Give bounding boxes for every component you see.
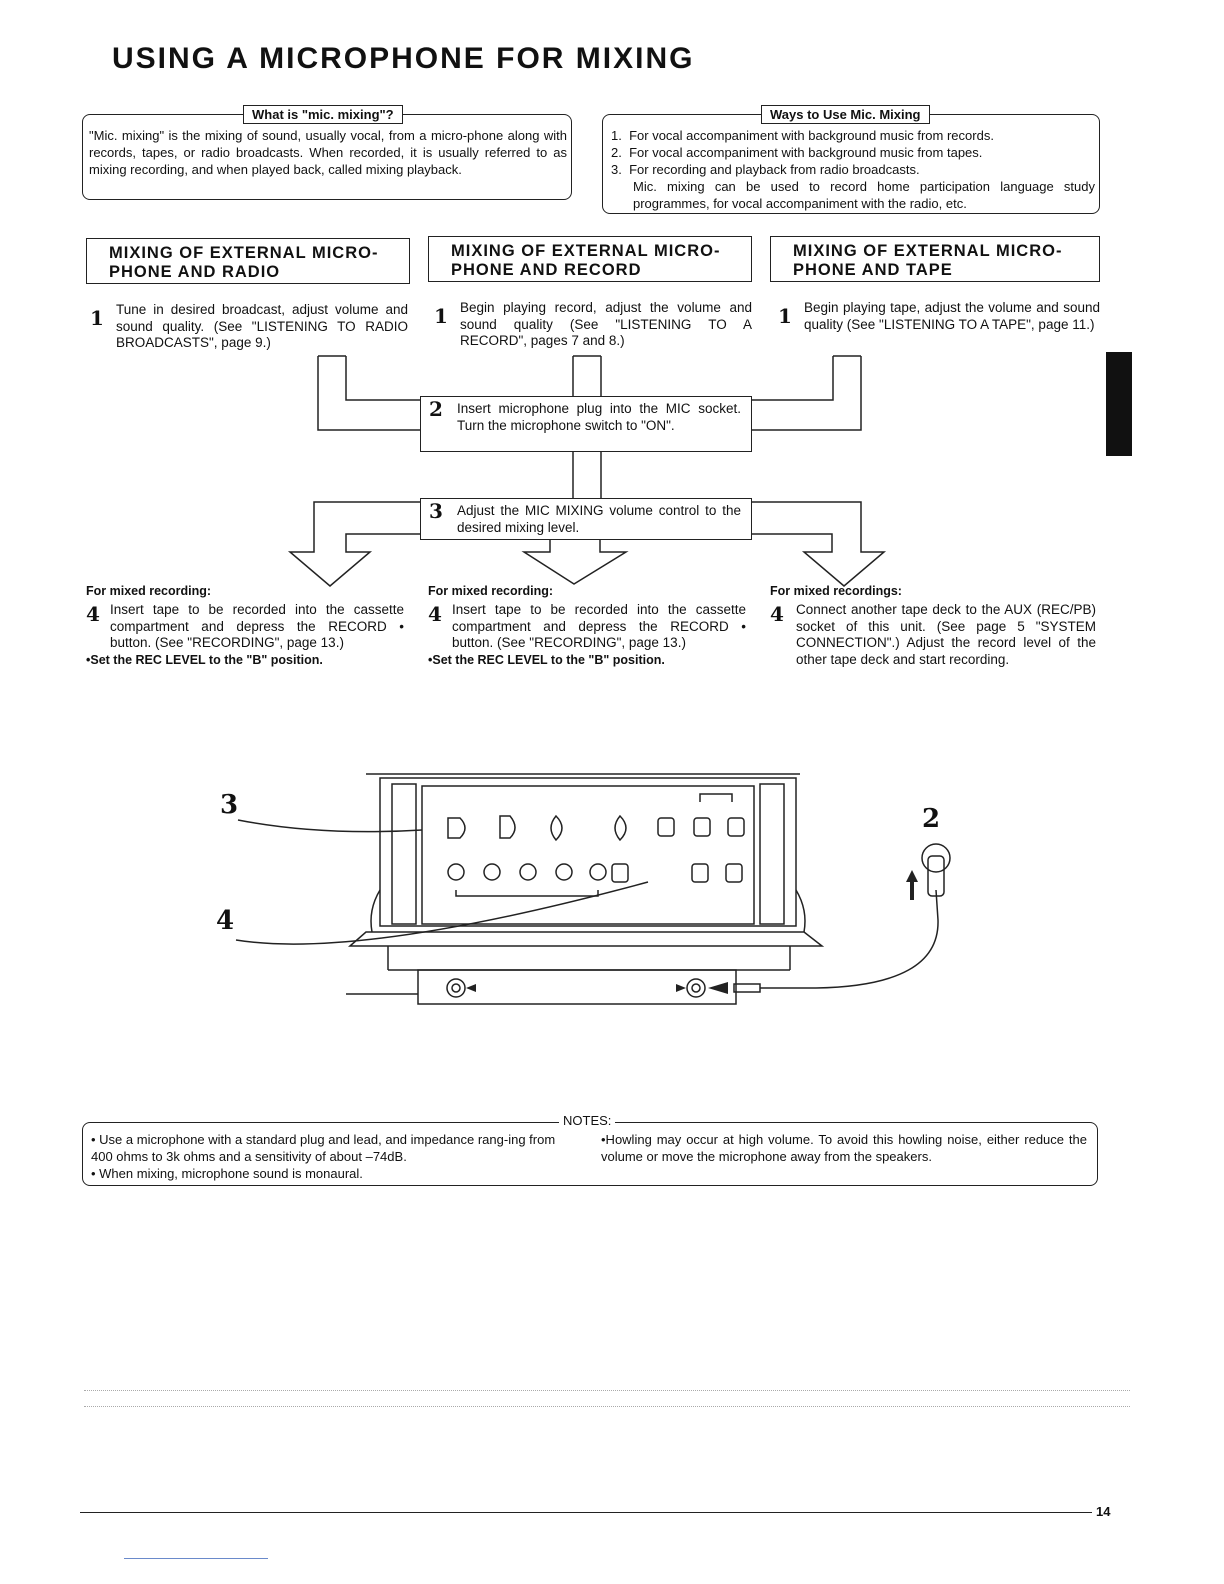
ways-item: 1. For vocal accompaniment with backgrou… [611,128,994,143]
step2-box: 2 Insert microphone plug into the MIC so… [420,396,752,452]
step-number-1: 1 [778,304,792,328]
step-number-1: 1 [434,304,448,328]
ways-item: 2. For vocal accompaniment with backgrou… [611,145,983,160]
mixed-record: For mixed recording: 4 Insert tape to be… [428,584,746,667]
step-number-4: 4 [86,602,100,626]
illustration-label-4: 4 [216,906,235,936]
scan-artifact-line [84,1390,1130,1391]
column-heading-tape: MIXING OF EXTERNAL MICRO-PHONE AND TAPE [770,236,1100,282]
mixed-title: For mixed recording: [428,584,554,598]
step-number-2: 2 [429,397,443,421]
unit-illustration [235,773,951,1005]
mixed-radio: For mixed recording: 4 Insert tape to be… [86,584,404,667]
notes-label: NOTES: [559,1113,616,1128]
step2-text: Insert microphone plug into the MIC sock… [457,401,741,433]
ways-box: Ways to Use Mic. Mixing 1. For vocal acc… [602,105,1100,214]
what-is-box: What is "mic. mixing"? "Mic. mixing" is … [82,105,572,200]
mixed-tape: For mixed recordings: 4 Connect another … [770,584,1096,667]
bottom-rule [124,1558,268,1559]
mixed-title: For mixed recording: [86,584,212,598]
mixed-title: For mixed recordings: [770,584,902,598]
page-number: 14 [1096,1504,1111,1519]
step-number-3: 3 [429,499,443,523]
scan-artifact-line [84,1406,1130,1407]
column-heading-radio: MIXING OF EXTERNAL MICRO-PHONE AND RADIO [86,238,410,284]
ways-label: Ways to Use Mic. Mixing [761,105,930,124]
step1-tape: 1 Begin playing tape, adjust the volume … [778,300,1100,332]
ways-extra: Mic. mixing can be used to record home p… [633,179,1095,211]
column-heading-record: MIXING OF EXTERNAL MICRO-PHONE AND RECOR… [428,236,752,282]
page-title: USING A MICROPHONE FOR MIXING [112,42,695,75]
illustration-label-2: 2 [922,804,941,834]
step-number-4: 4 [428,602,442,626]
step-number-4: 4 [770,602,784,626]
illustration-label-3: 3 [220,790,239,820]
rec-level-note: •Set the REC LEVEL to the "B" position. [428,652,665,667]
what-is-label: What is "mic. mixing"? [243,105,403,124]
notes-box: NOTES: • Use a microphone with a standar… [82,1113,1098,1186]
side-tab [1106,352,1132,456]
step1-radio: 1 Tune in desired broadcast, adjust volu… [90,302,408,350]
step3-text: Adjust the MIC MIXING volume control to … [457,503,741,535]
ways-item: 3. For recording and playback from radio… [611,162,920,177]
step3-box: 3 Adjust the MIC MIXING volume control t… [420,498,752,540]
what-is-text: "Mic. mixing" is the mixing of sound, us… [89,128,567,177]
ways-list: 1. For vocal accompaniment with backgrou… [611,127,1095,212]
step1-record: 1 Begin playing record, adjust the volum… [434,300,752,348]
footer-rule [80,1512,1092,1513]
rec-level-note: •Set the REC LEVEL to the "B" position. [86,652,323,667]
flow-connectors [287,355,887,587]
note-item: • When mixing, microphone sound is monau… [91,1166,363,1181]
note-item: • Use a microphone with a standard plug … [91,1132,556,1164]
step-number-1: 1 [90,306,104,330]
note-item: •Howling may occur at high volume. To av… [601,1132,1087,1164]
